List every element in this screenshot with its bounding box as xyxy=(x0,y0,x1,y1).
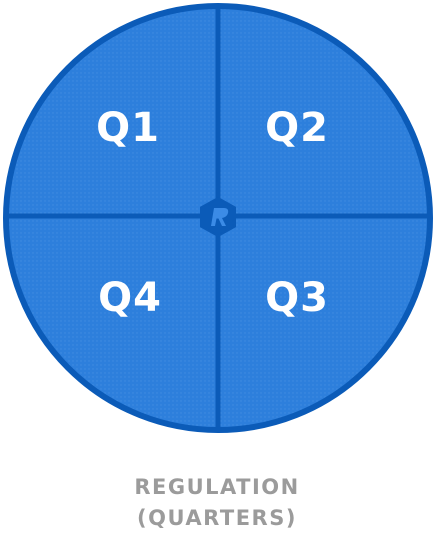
quarter-label-q4: Q4 xyxy=(98,275,162,321)
quarter-label-q1: Q1 xyxy=(96,105,160,151)
quarter-label-q3: Q3 xyxy=(265,275,329,321)
logo-hexagon-icon xyxy=(200,196,236,238)
quarters-diagram: Q1 Q2 Q3 Q4 xyxy=(3,3,433,433)
quarter-label-q2: Q2 xyxy=(265,105,329,151)
caption-title: REGULATION xyxy=(134,475,300,499)
caption-subtitle: (QUARTERS) xyxy=(137,506,297,530)
